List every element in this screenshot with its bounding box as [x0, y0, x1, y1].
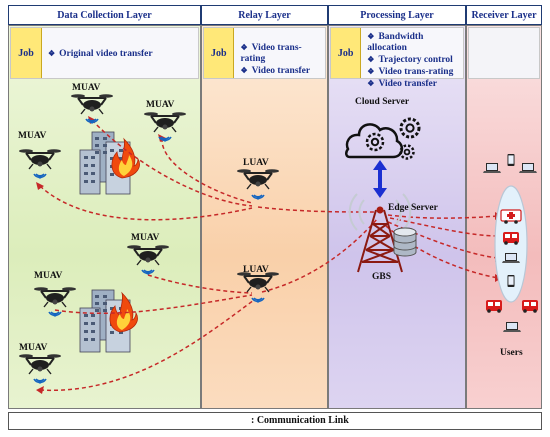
muav-drone-1	[18, 148, 62, 180]
bus-icon	[486, 300, 502, 313]
muav-drone-6	[18, 353, 62, 385]
link-muav2-luav	[91, 119, 253, 207]
job-row-receiver	[468, 27, 540, 79]
ambulance-icon	[500, 209, 522, 224]
link-muav5-luav2	[147, 274, 253, 294]
edge-server-label: Edge Server	[388, 203, 438, 213]
luav-label-1: LUAV	[243, 158, 269, 168]
job-label: Job	[204, 28, 235, 78]
phone-icon	[507, 154, 515, 166]
link-luav2-gbs	[261, 217, 379, 293]
communication-links	[39, 119, 499, 392]
cloud-server-label: Cloud Server	[355, 97, 410, 107]
job-row-data-collection: Job Original video transfer	[10, 27, 199, 79]
muav-drone-5	[126, 244, 170, 276]
cloud-server-icon	[345, 117, 421, 160]
job-item: Video transfer	[367, 78, 463, 90]
job-item: Bandwidth allocation	[367, 31, 463, 54]
muav-label-3: MUAV	[146, 100, 175, 110]
legend-box: : Communication Link	[8, 412, 542, 430]
header-data-collection: Data Collection Layer	[8, 5, 201, 25]
burning-building-upper	[79, 131, 140, 195]
job-list-data-collection: Original video transfer	[42, 28, 152, 78]
header-processing: Processing Layer	[328, 5, 466, 25]
laptop-icon	[503, 322, 521, 332]
link-gbs-user2	[389, 217, 499, 237]
users-label: Users	[500, 348, 523, 358]
legend-label: : Communication Link	[251, 415, 349, 426]
data-collection-layer	[8, 25, 201, 409]
link-muav1-luav	[39, 185, 253, 221]
luav-drone-1	[236, 168, 280, 201]
link-muav3-luav	[161, 137, 253, 204]
job-label: Job	[331, 28, 362, 78]
edge-server-storage-icon	[393, 227, 417, 257]
muav-label-5: MUAV	[131, 233, 160, 243]
muav-drone-3	[143, 111, 187, 143]
bus-icon	[522, 300, 538, 313]
job-label: Job	[11, 28, 42, 78]
muav-label-4: MUAV	[34, 271, 63, 281]
receiver-devices	[483, 154, 538, 332]
burning-building-lower	[79, 289, 138, 353]
luav-label-2: LUAV	[243, 265, 269, 275]
job-list-relay: Video trans-rating Video transfer	[234, 28, 325, 78]
job-item: Video trans-rating	[240, 42, 325, 65]
job-item: Original video transfer	[48, 48, 152, 60]
link-muav6-luav2	[39, 299, 255, 392]
header-relay: Relay Layer	[201, 5, 328, 25]
muav-label-1: MUAV	[18, 131, 47, 141]
job-row-relay: Job Video trans-rating Video transfer	[203, 27, 326, 79]
laptop-icon	[519, 163, 537, 173]
job-list-processing: Bandwidth allocation Trajectory control …	[361, 28, 463, 89]
job-item: Video transfer	[240, 65, 325, 77]
link-gbs-user1	[387, 214, 499, 219]
gbs-tower-icon	[348, 193, 412, 273]
gbs-label: GBS	[372, 272, 392, 282]
job-row-processing: Job Bandwidth allocation Trajectory cont…	[330, 27, 464, 89]
muav-label-2: MUAV	[72, 83, 101, 93]
job-item: Video trans-rating	[367, 66, 463, 78]
bus-icon	[503, 232, 519, 245]
header-receiver: Receiver Layer	[466, 5, 542, 25]
muav-label-6: MUAV	[19, 343, 48, 353]
phone-icon	[507, 275, 515, 287]
link-gbs-user3	[387, 221, 499, 259]
luav-drone-2	[236, 271, 280, 304]
job-item: Trajectory control	[367, 54, 463, 66]
link-luav-gbs	[257, 206, 377, 213]
laptop-icon	[483, 163, 501, 173]
link-muav4-luav2	[54, 294, 253, 314]
cloud-edge-double-arrow	[373, 160, 387, 198]
